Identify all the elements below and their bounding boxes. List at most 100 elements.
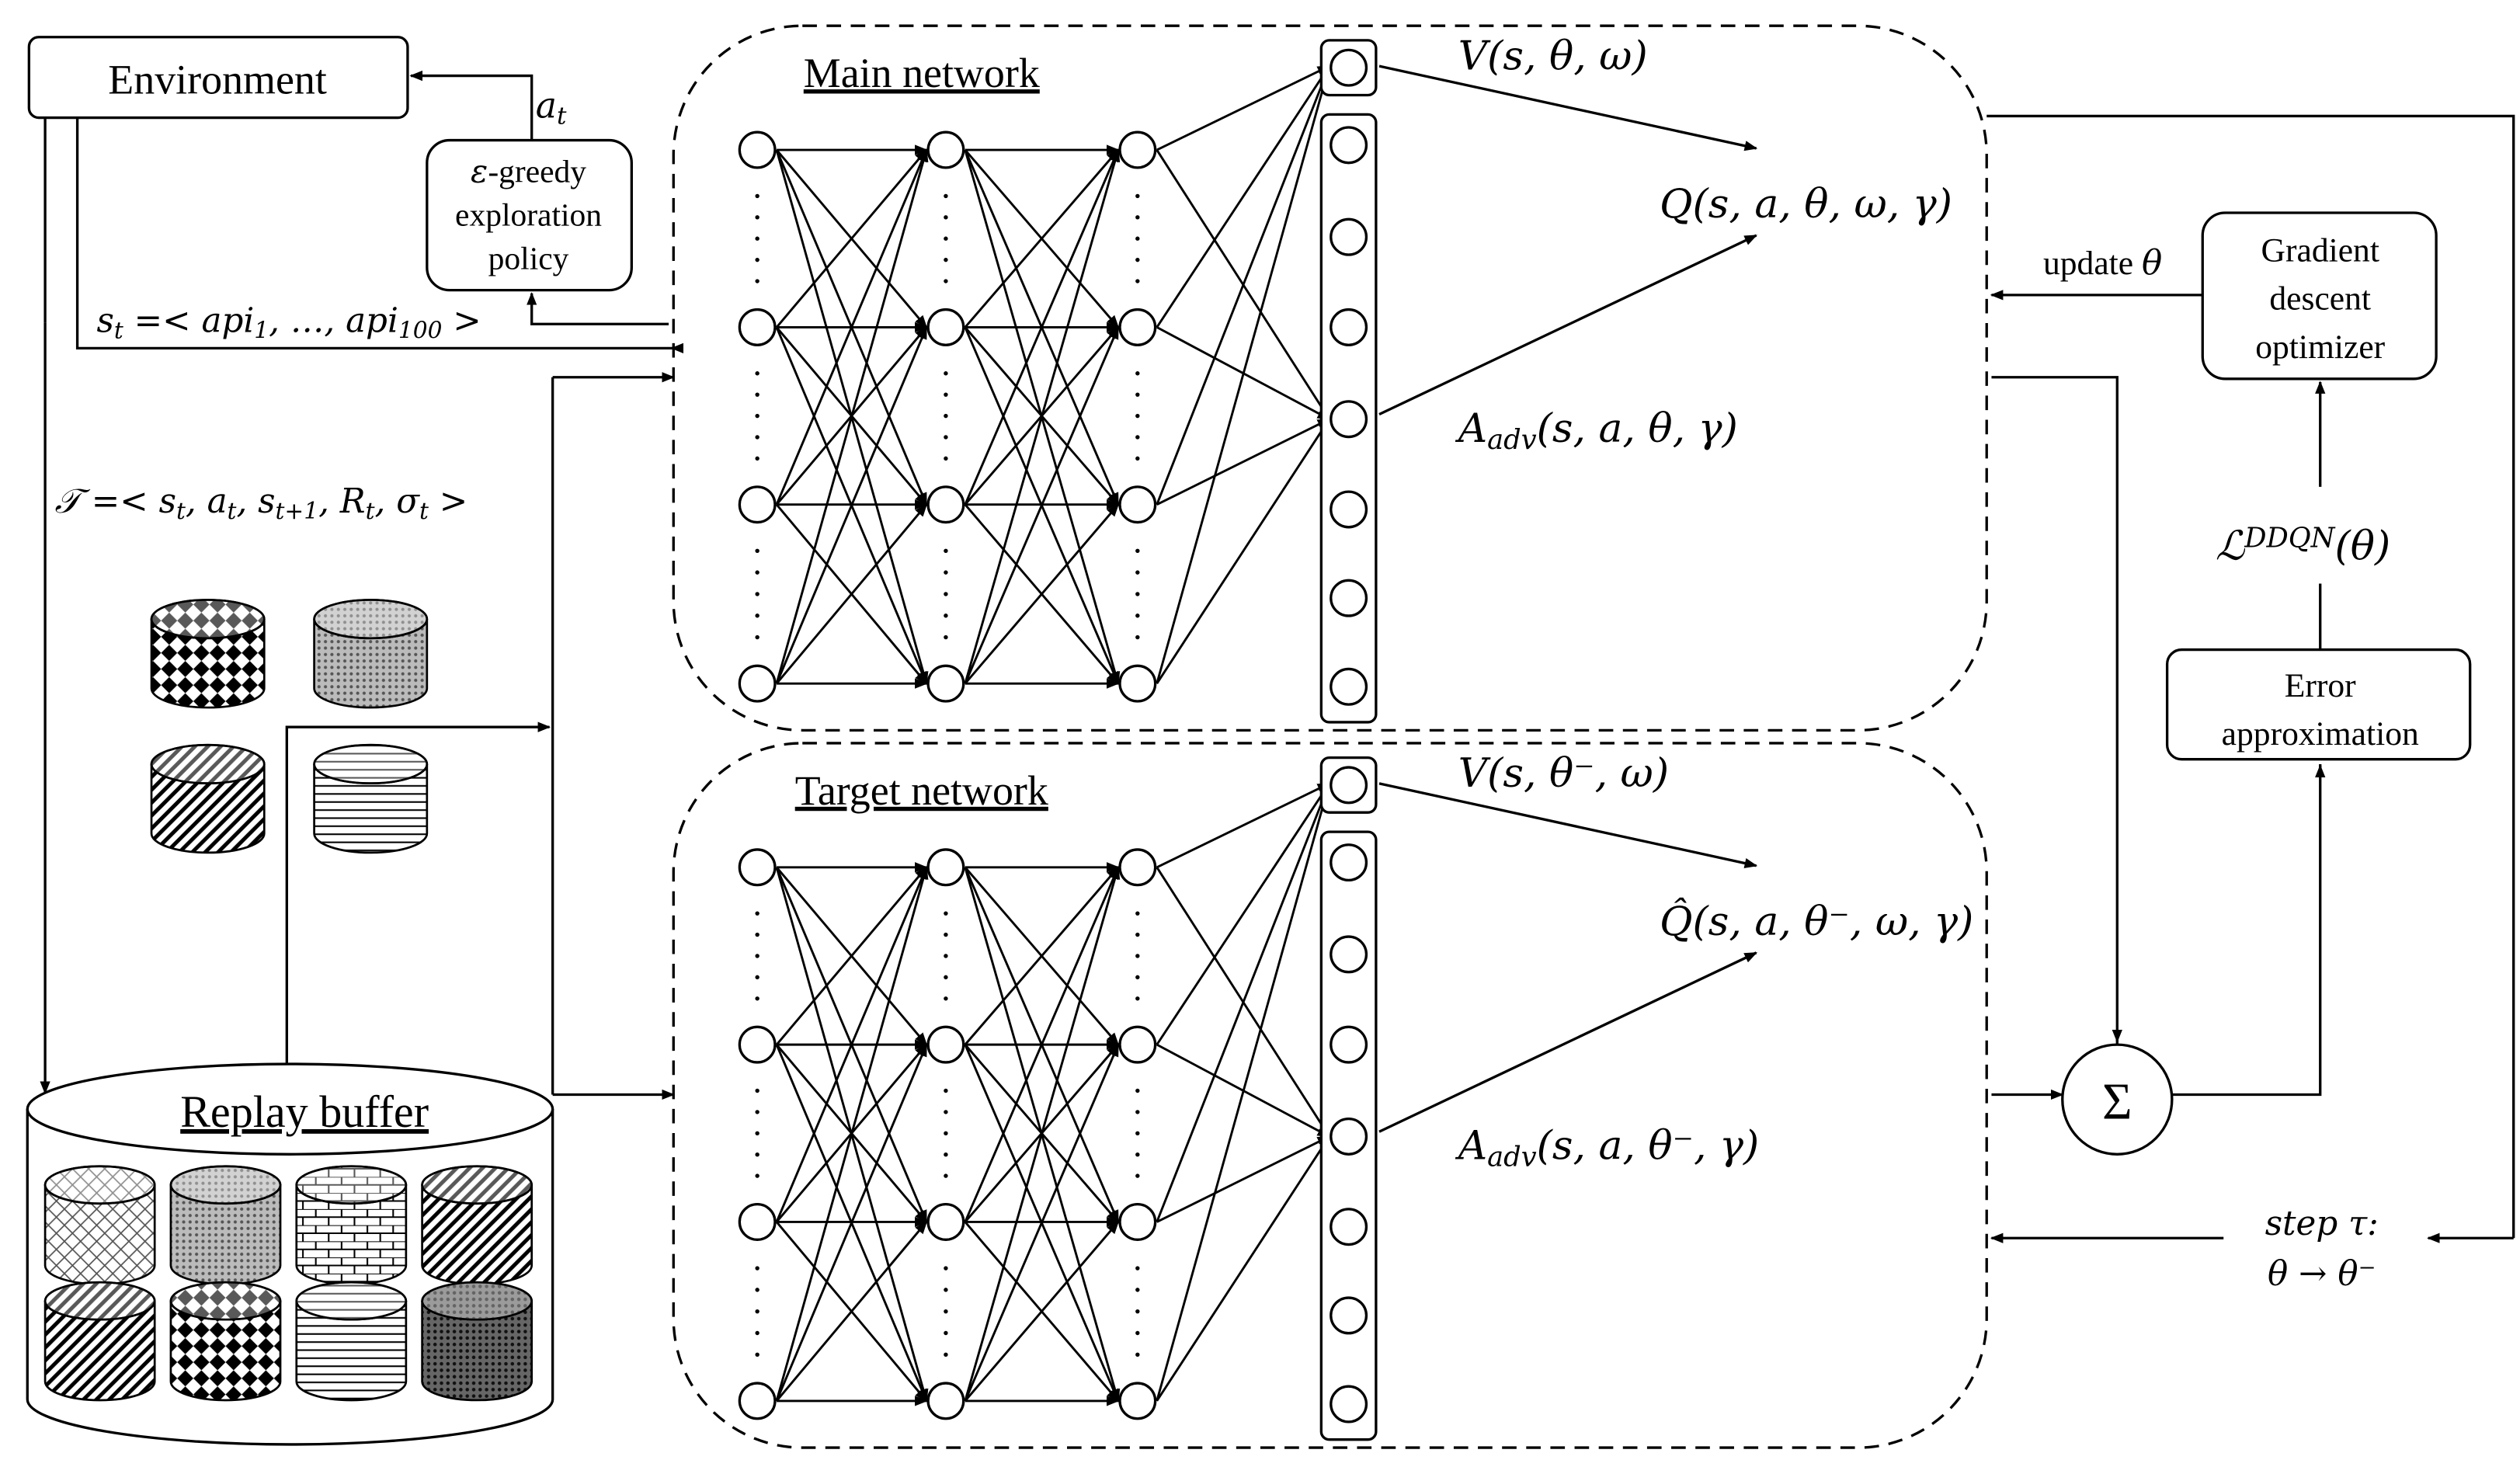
neuron-node-icon: [1118, 1025, 1157, 1064]
neuron-node-icon: [738, 664, 777, 703]
ellipsis-dot: [755, 193, 759, 199]
state-to-policy-arrow: [527, 292, 669, 325]
main-q-label: Q(s, a, θ, ω, γ): [1660, 181, 1952, 228]
step-label-line: θ → θ⁻: [2268, 1254, 2376, 1293]
cylinder-top-highlight: [421, 1281, 534, 1321]
target-network-title: Target network: [795, 767, 1048, 814]
error-approximation-box: [2165, 648, 2472, 761]
ellipsis-dot: [944, 592, 948, 596]
connection-arrow: [1156, 1135, 1330, 1402]
ellipsis-dot: [944, 215, 948, 220]
cylinder-top-highlight: [295, 1281, 408, 1321]
ellipsis-dot: [1135, 1266, 1140, 1271]
ellipsis-dot: [1135, 954, 1140, 958]
ellipsis-dot: [944, 996, 948, 1001]
environment-label: Environment: [108, 56, 327, 103]
connection-arrow: [775, 866, 928, 1046]
ellipsis-dot: [755, 236, 759, 241]
cylinder-top-highlight: [43, 1165, 156, 1205]
ellipsis-dot: [944, 954, 948, 958]
neuron-node-icon: [738, 130, 777, 169]
ellipsis-dot: [944, 614, 948, 618]
connection-arrow: [964, 1221, 1120, 1402]
ellipsis-dot: [755, 1110, 759, 1114]
neuron-node-icon: [1330, 217, 1368, 256]
neuron-node-icon: [1330, 1296, 1368, 1335]
target-connections: [775, 782, 1332, 1406]
neuron-node-icon: [1118, 308, 1157, 346]
ellipsis-dot: [1135, 435, 1140, 440]
connection-arrow: [1156, 64, 1331, 151]
ellipsis-dot: [1135, 257, 1140, 262]
cylinder-top-highlight: [150, 599, 266, 640]
neuron-node-icon: [1330, 1025, 1368, 1064]
neuron-node-icon: [926, 664, 965, 703]
ellipsis-dot: [1135, 236, 1140, 241]
neuron-node-icon: [1330, 935, 1368, 974]
ellipsis-dot: [1135, 371, 1140, 376]
neuron-node-icon: [1118, 1382, 1157, 1420]
error-label-line: Error: [2285, 667, 2356, 704]
ellipsis-dot: [755, 1088, 759, 1093]
cylinder-body: [150, 763, 266, 854]
replay-buffer-label: Replay buffer: [180, 1086, 429, 1137]
sum-symbol: Σ: [2102, 1074, 2132, 1131]
ellipsis-dot: [944, 570, 948, 575]
cylinder-top-highlight: [313, 599, 429, 640]
target-adv-to-q-arrow: [1378, 951, 1758, 1133]
ellipsis-dot: [1135, 193, 1140, 199]
policy-label-line: ε-greedy: [471, 152, 586, 190]
cylinder-pattern-icon: [295, 1165, 408, 1285]
neuron-node-icon: [1330, 667, 1368, 706]
ellipsis-dot: [755, 548, 759, 554]
ellipsis-dot: [755, 371, 759, 376]
neuron-node-icon: [926, 130, 965, 169]
ellipsis-dot: [944, 1110, 948, 1114]
neuron-node-icon: [738, 485, 777, 524]
main-advantage-label: Aadv(s, a, θ, γ): [1455, 405, 1738, 456]
cylinder-body: [313, 619, 429, 709]
neuron-node-icon: [926, 1202, 965, 1241]
cylinder-body: [421, 1301, 534, 1402]
connection-arrow: [775, 148, 928, 329]
cylinder-pattern-icon: [150, 599, 266, 709]
optimizer-label-line: optimizer: [2255, 329, 2385, 366]
ellipsis-dot: [944, 413, 948, 419]
neuron-node-icon: [1330, 1385, 1368, 1424]
policy-box: [426, 138, 633, 292]
cylinder-pattern-icon: [150, 743, 266, 854]
ellipsis-dot: [1135, 392, 1140, 397]
action-arrow: [409, 70, 534, 141]
cylinder-body: [313, 763, 429, 854]
ellipsis-dot: [755, 1152, 759, 1157]
neuron-node-icon: [1118, 485, 1157, 524]
ellipsis-dot: [1135, 1152, 1140, 1157]
neuron-node-icon: [1330, 1208, 1368, 1246]
buffer-sample-line: [285, 725, 548, 1065]
ellipsis-dot: [1135, 1088, 1140, 1093]
connection-arrow: [1156, 782, 1330, 1045]
cylinder-body: [169, 1301, 282, 1402]
main-network-boundary: [672, 24, 1988, 732]
connection-arrow: [1156, 418, 1330, 684]
cylinder-pattern-icon: [169, 1165, 282, 1285]
cylinder-body: [295, 1301, 408, 1402]
connection-arrow: [775, 866, 929, 1402]
connection-arrow: [1156, 64, 1330, 329]
connection-arrow: [964, 503, 1120, 685]
ellipsis-dot: [1135, 215, 1140, 220]
loss-label: ℒDDQN(θ): [2216, 523, 2390, 570]
policy-label-line: policy: [488, 241, 569, 276]
target-network-boundary: [672, 742, 1988, 1449]
connection-arrow: [1156, 782, 1331, 869]
cylinder-pattern-icon: [421, 1281, 534, 1402]
connection-arrow: [775, 325, 928, 684]
ellipsis-dot: [755, 1266, 759, 1271]
ellipsis-dot: [944, 548, 948, 554]
cylinder-body: [150, 619, 266, 709]
connection-arrow: [964, 148, 1120, 506]
ellipsis-dot: [944, 1266, 948, 1271]
ellipsis-dot: [755, 392, 759, 397]
ellipsis-dot: [1135, 932, 1140, 937]
